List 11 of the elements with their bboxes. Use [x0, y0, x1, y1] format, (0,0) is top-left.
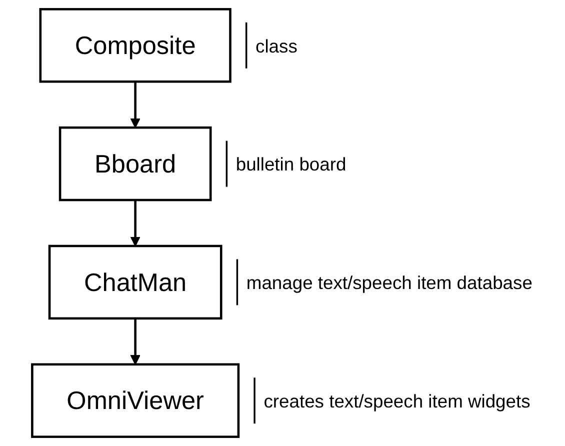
arrow	[130, 318, 140, 365]
arrow	[130, 200, 140, 246]
node-box: Bboard	[58, 126, 212, 202]
node-box: OmniViewer	[31, 363, 240, 438]
node-note: class	[256, 35, 298, 56]
node-note: bulletin board	[236, 154, 346, 175]
node-box: ChatMan	[48, 244, 222, 320]
node-note: manage text/speech item database	[246, 272, 532, 294]
node-note: creates text/speech item widgets	[264, 390, 530, 412]
arrow	[130, 82, 140, 128]
node-box: Composite	[39, 8, 232, 83]
